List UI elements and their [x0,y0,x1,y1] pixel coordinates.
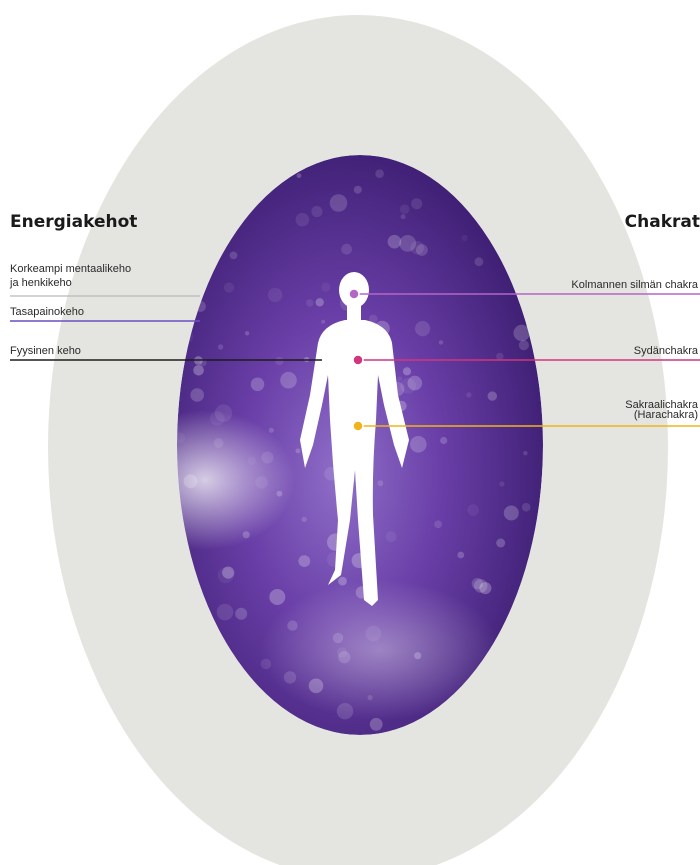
bokeh-dot [337,647,347,657]
bokeh-dot [488,391,497,400]
bokeh-dot [461,235,467,241]
bokeh-dot [321,283,330,292]
bokeh-dot [309,679,324,694]
bokeh-dot [296,448,301,453]
bokeh-dot [275,357,283,365]
bokeh-dot [467,504,479,516]
bokeh-dot [475,257,484,266]
bokeh-dot [330,194,348,212]
bokeh-dot [248,457,256,465]
bokeh-dot [411,198,422,209]
bokeh-dot [375,169,384,178]
bokeh-dot [434,520,442,528]
bokeh-dot [302,517,307,522]
bokeh-dot [496,353,503,360]
bokeh-dot [415,321,430,336]
bokeh-dot [504,506,519,521]
chakras-heading: Chakrat [625,212,700,232]
higher-body-label-line2: ja henkikeho [10,277,72,289]
bokeh-dot [218,344,223,349]
bokeh-dot [243,531,250,538]
bokeh-dot [366,626,382,642]
sacral-label-line2: (Harachakra) [634,409,698,421]
bokeh-dot [397,376,402,381]
bokeh-dot [261,452,273,464]
bokeh-dot [499,481,504,486]
bokeh-dot [466,392,471,397]
bokeh-dot [280,372,297,389]
bokeh-dot [230,252,238,260]
balance-body-label: Tasapainokeho [10,306,84,318]
bokeh-dot [298,555,310,567]
bokeh-dot [523,451,527,455]
bokeh-dot [457,552,464,559]
bokeh-dot [321,320,325,324]
bokeh-dot [251,378,265,392]
bokeh-dot [214,438,224,448]
bokeh-dot [316,298,324,306]
bokeh-dot [333,633,343,643]
bokeh-dot [284,671,296,683]
bokeh-dot [269,589,285,605]
bokeh-dot [306,299,313,306]
bokeh-dot [222,567,234,579]
bokeh-dot [519,340,529,350]
bokeh-dot [403,367,411,375]
higher-body-label-line1: Korkeampi mentaalikeho [10,263,131,275]
bokeh-dot [190,388,204,402]
energy-bodies-heading: Energiakehot [10,212,137,232]
bokeh-dot [287,620,297,630]
bokeh-dot [210,411,225,426]
heart-label: Sydänchakra [634,345,698,357]
bokeh-dot [261,659,272,670]
bokeh-dot [377,480,383,486]
bokeh-dot [368,695,373,700]
bokeh-dot [269,428,274,433]
bokeh-dot [277,491,283,497]
bokeh-dot [388,235,402,249]
bokeh-dot [255,476,268,489]
bokeh-dot [439,340,443,344]
bokeh-dot [338,577,347,586]
bokeh-dot [235,608,247,620]
third-eye-label: Kolmannen silmän chakra [571,279,698,291]
bokeh-dot [496,539,505,548]
bokeh-dot [311,206,322,217]
bokeh-dot [522,503,531,512]
bokeh-dot [400,378,416,394]
bokeh-dot [268,288,282,302]
sacral-dot [353,421,363,431]
bokeh-dot [341,244,352,255]
bokeh-dot [296,213,310,227]
bokeh-dot [370,718,383,731]
bokeh-dot [193,365,204,376]
bokeh-dot [224,282,234,292]
bokeh-dot [184,474,198,488]
bokeh-dot [297,173,302,178]
bokeh-dot [440,437,447,444]
bokeh-dot [217,604,234,621]
bokeh-dot [474,579,488,593]
bokeh-dot [245,331,249,335]
bokeh-dot [386,531,397,542]
third-eye-dot [349,289,359,299]
bokeh-dot [399,235,416,252]
bokeh-dot [400,204,410,214]
bokeh-dot [410,436,427,453]
bokeh-dot [354,186,362,194]
bokeh-dot [337,703,353,719]
physical-body-label: Fyysinen keho [10,345,81,357]
heart-dot [353,355,363,365]
bokeh-dot [401,214,406,219]
bokeh-dot [414,652,421,659]
